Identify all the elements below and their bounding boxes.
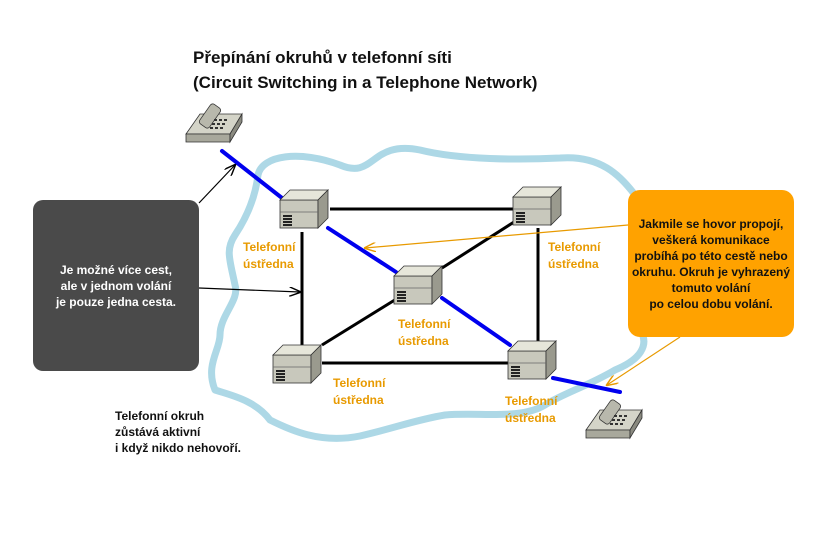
title-czech: Přepínání okruhů v telefonní síti <box>193 48 452 67</box>
exchange-label: Telefonní ústředna <box>505 394 558 425</box>
link-sw2-sw3 <box>441 220 515 270</box>
circuit-active-note: Telefonní okruh zůstává aktivní i když n… <box>115 409 242 455</box>
orange-arrow-path <box>365 224 629 248</box>
orange-arrow-phone <box>607 336 681 385</box>
arrow-to-phone <box>198 165 235 204</box>
paths-callout: Je možné více cest, ale v jednom volání … <box>33 200 199 371</box>
active-circuit-path <box>220 149 622 394</box>
switch-icon <box>279 189 329 229</box>
title-english: (Circuit Switching in a Telephone Networ… <box>193 73 538 92</box>
network-cloud-outline <box>208 144 648 442</box>
circuit-callout: Jakmile se hovor propojí, veškerá komuni… <box>628 190 794 337</box>
exchange-label: Telefonní ústředna <box>333 376 386 407</box>
switch-icon <box>512 186 562 226</box>
link-sw3-sw4 <box>321 296 399 347</box>
telephone-icon <box>585 398 643 439</box>
switch-icon <box>507 340 557 380</box>
exchange-label: Telefonní ústředna <box>548 240 601 271</box>
network-links <box>300 207 540 365</box>
exchange-label: Telefonní ústředna <box>398 317 451 348</box>
switch-icon <box>272 344 322 384</box>
switch-icon <box>393 265 443 305</box>
telephone-icon <box>185 102 243 143</box>
exchange-label: Telefonní ústředna <box>243 240 296 271</box>
arrow-to-links <box>198 288 300 292</box>
